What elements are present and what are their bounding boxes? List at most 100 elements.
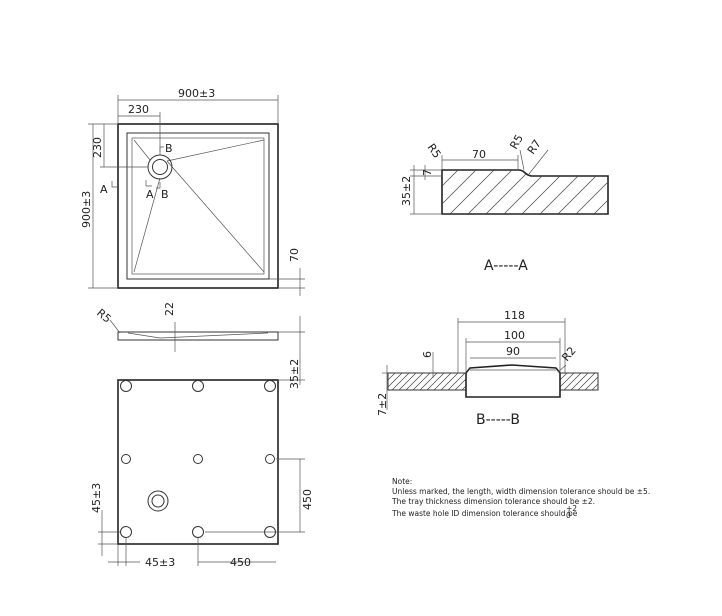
waste-outlet-outer xyxy=(147,490,169,512)
dim-side-thickness: 35±2 xyxy=(288,359,301,389)
hatch-line xyxy=(560,373,575,388)
tray-underside-outline xyxy=(117,379,279,545)
dim-a-thickness: 35±2 xyxy=(400,176,413,206)
hatch-line xyxy=(584,376,598,390)
hatch-line xyxy=(570,373,589,390)
dim-b-inner: 90 xyxy=(506,345,520,358)
leader xyxy=(519,149,525,171)
section-a-label-left: A xyxy=(100,183,108,196)
hatch-line xyxy=(419,373,438,390)
section-b-marker xyxy=(159,146,164,152)
waste-fitting-profile xyxy=(465,364,561,398)
hatch-line xyxy=(560,373,568,381)
hatch-line xyxy=(442,170,461,214)
section-b-label-bottom: B xyxy=(161,188,169,201)
hatch-line xyxy=(447,373,466,390)
dim-b-radius: R2 xyxy=(559,344,578,364)
hatch-line xyxy=(426,373,445,390)
waste-hole-inner xyxy=(152,159,168,175)
note-line-2: The tray thickness dimension tolerance s… xyxy=(391,497,595,506)
hatch-line xyxy=(433,373,452,390)
side-view: R5 22 xyxy=(94,302,305,352)
waste-outlet-inner xyxy=(151,494,165,508)
section-b-title: B-----B xyxy=(476,412,520,428)
note-heading: Note: xyxy=(392,477,412,486)
hatch-line xyxy=(398,373,417,390)
section-a-marker xyxy=(145,180,152,187)
hatch-line xyxy=(454,378,466,390)
section-b-hatch xyxy=(560,373,598,390)
hatch-line xyxy=(449,170,497,214)
hatch-line xyxy=(593,170,608,214)
section-a-a: 70 R5 R5 R7 7 35±2 A-----A xyxy=(400,132,609,274)
section-a-hatch xyxy=(442,170,608,214)
support-foot xyxy=(264,380,276,392)
dim-foot-spacing-y: 450 xyxy=(301,489,314,510)
hatch-line xyxy=(442,170,479,214)
dim-a-radius-right: R7 xyxy=(525,137,544,156)
hatch-line xyxy=(391,373,410,390)
support-foot xyxy=(192,526,204,538)
dim-a-radius-mid: R5 xyxy=(507,132,526,151)
plan-view: B B A A 900±3 230 900±3 230 70 xyxy=(80,87,305,296)
hatch-line xyxy=(388,373,403,388)
dim-waste-offset-x: 230 xyxy=(128,103,149,116)
hatch-line xyxy=(591,383,598,390)
note-line-3: The waste hole ID dimension tolerance sh… xyxy=(391,509,578,518)
note-tol-upper: +2 xyxy=(566,504,577,513)
tray-outline xyxy=(117,123,279,289)
section-a-title: A-----A xyxy=(484,258,528,274)
note-tol-lower: 0 xyxy=(566,511,571,520)
hatch-line xyxy=(461,385,466,390)
dim-foot-spacing-x: 450 xyxy=(230,556,251,569)
support-foot xyxy=(121,454,131,464)
waste-hole-outer xyxy=(147,154,173,180)
fall-line xyxy=(133,177,161,273)
support-foot xyxy=(120,380,132,392)
tray-profile xyxy=(117,331,279,341)
dim-b-middle: 100 xyxy=(504,329,525,342)
dim-side-fall: 22 xyxy=(163,302,176,316)
hatch-line xyxy=(412,373,431,390)
leader xyxy=(109,319,121,334)
fall-line xyxy=(166,160,265,273)
support-foot xyxy=(192,380,204,392)
support-foot xyxy=(193,454,203,464)
dim-overall-length: 900±3 xyxy=(80,191,93,228)
section-a-marker xyxy=(111,181,118,188)
leader xyxy=(557,364,567,373)
dim-edge-width: 70 xyxy=(288,248,301,262)
dim-b-outer: 118 xyxy=(504,309,525,322)
support-foot xyxy=(120,526,132,538)
section-b-label-top: B xyxy=(165,142,173,155)
section-a-profile xyxy=(441,169,609,215)
hatch-line xyxy=(563,373,582,390)
dim-a-top-step: 7 xyxy=(421,169,434,176)
hatch-line xyxy=(539,170,587,214)
section-b-marker xyxy=(156,182,161,189)
hatch-line xyxy=(405,373,424,390)
underside-view: 35±2 450 45±3 45±3 450 xyxy=(90,345,314,569)
dim-side-radius: R5 xyxy=(94,306,114,325)
dim-waste-offset-y: 230 xyxy=(91,137,104,158)
dim-foot-offset-y: 45±3 xyxy=(90,483,103,513)
tray-fall-profile xyxy=(127,332,269,339)
note-block: Note: Unless marked, the length, width d… xyxy=(391,477,650,520)
hatch-line xyxy=(388,373,396,381)
hatch-line xyxy=(560,373,561,374)
dim-overall-width: 900±3 xyxy=(178,87,215,100)
hatch-line xyxy=(388,373,389,374)
support-feet xyxy=(120,380,276,538)
hatch-line xyxy=(467,170,515,214)
section-a-label-right: A xyxy=(146,188,154,201)
note-line-1: Unless marked, the length, width dimensi… xyxy=(392,487,650,496)
hatch-line xyxy=(485,170,533,214)
hatch-line xyxy=(577,373,596,390)
dim-a-radius-left: R5 xyxy=(425,141,444,160)
hatch-line xyxy=(440,373,459,390)
section-b-b: 118 100 90 R2 6 7±2 B-----B xyxy=(376,309,599,428)
fall-line xyxy=(166,139,265,162)
hatch-line xyxy=(557,170,605,214)
dim-foot-offset-x: 45±3 xyxy=(145,556,175,569)
